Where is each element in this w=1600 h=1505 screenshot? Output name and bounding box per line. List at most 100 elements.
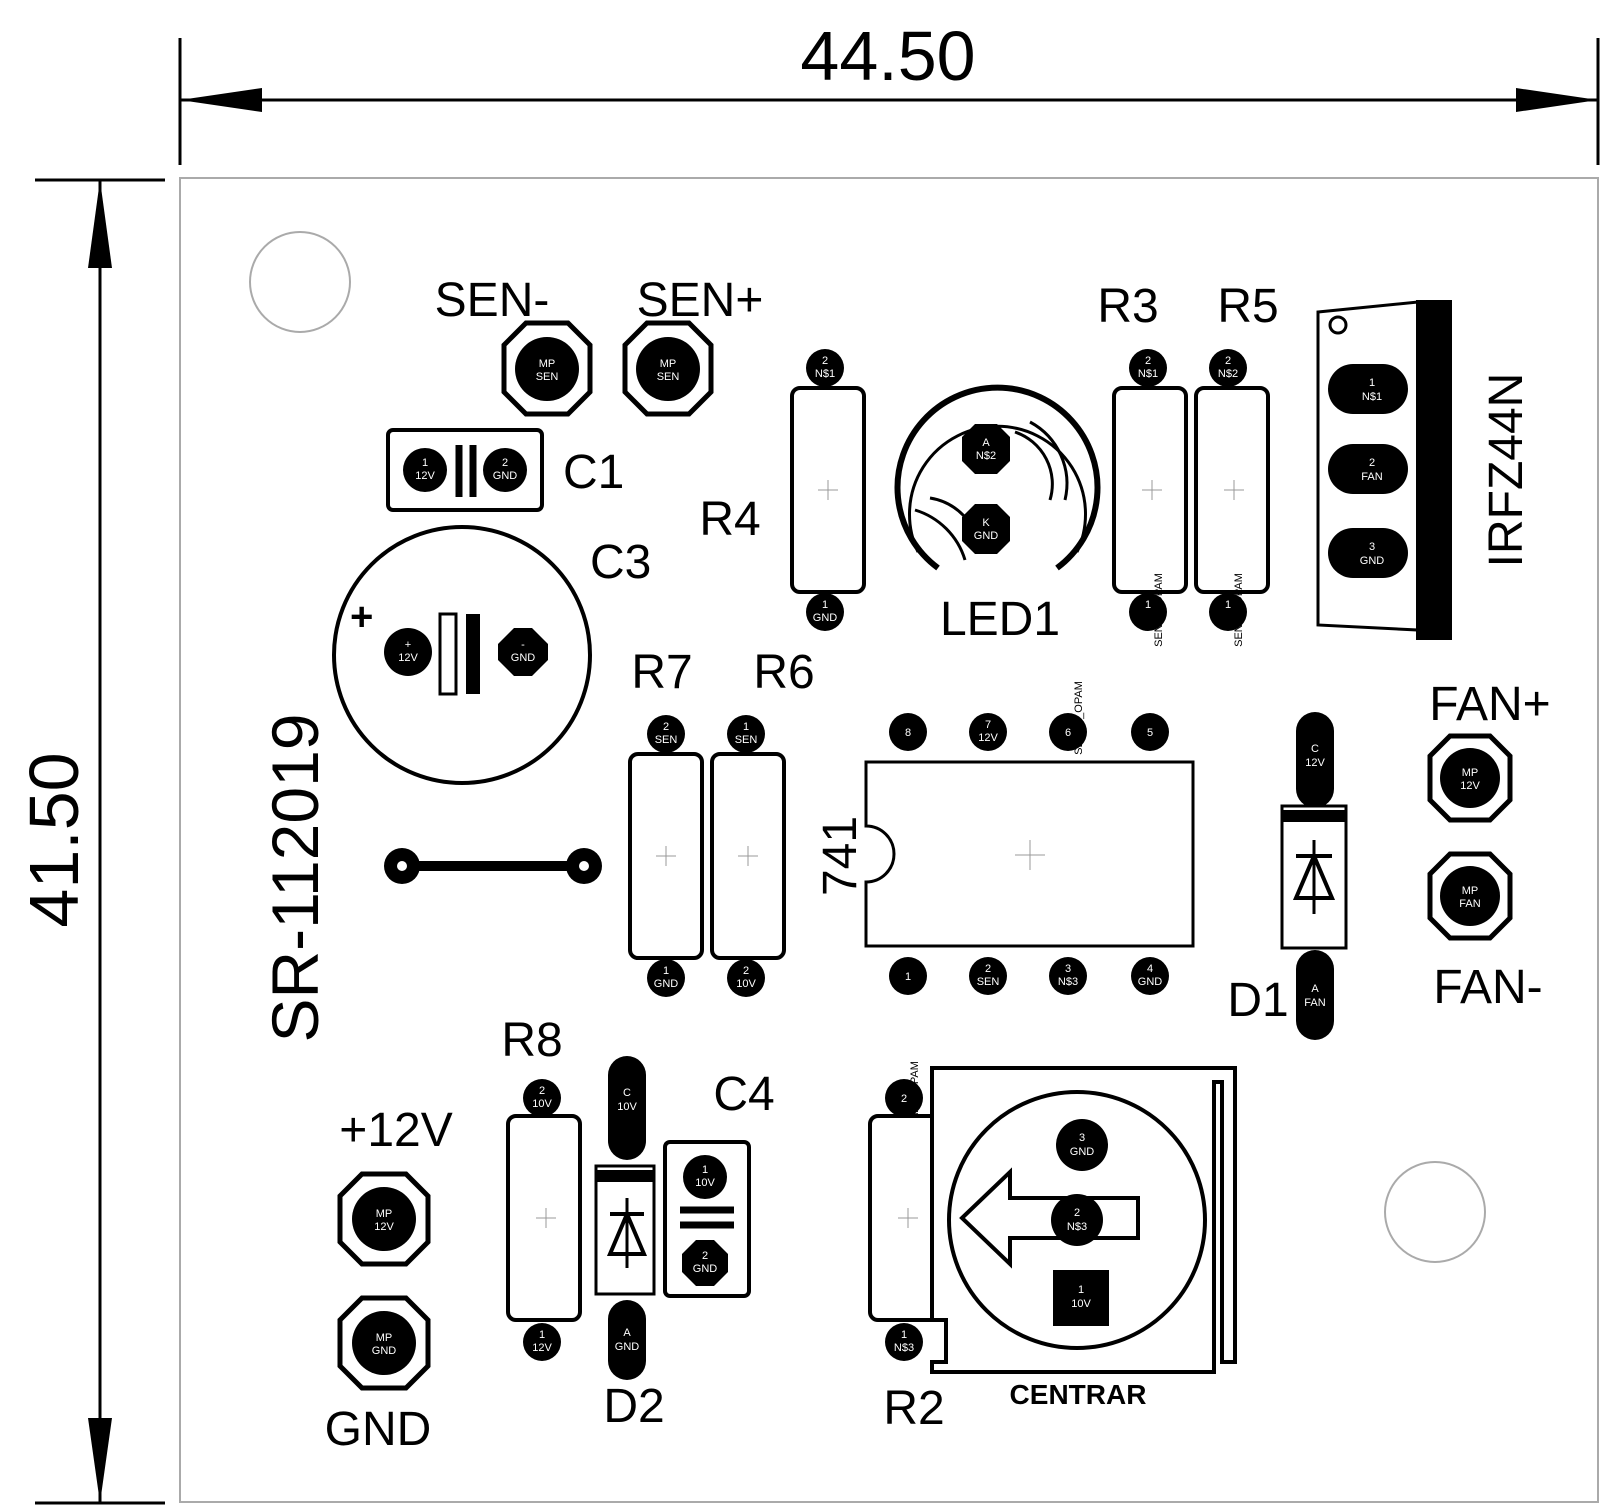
mounting-hole (1384, 1161, 1486, 1263)
svg-text:1: 1 (1369, 377, 1375, 389)
up-arrow-icon (88, 180, 112, 268)
svg-text:1: 1 (1078, 1284, 1084, 1296)
svg-text:A: A (623, 1327, 631, 1339)
resistor-r6: R6 1 SEN 2 10V (710, 646, 815, 997)
svg-text:12V: 12V (415, 470, 435, 482)
height-dimension: 41.50 (15, 178, 165, 1505)
svg-text:GND: GND (511, 652, 536, 664)
width-dimension: 44.50 (178, 17, 1600, 165)
svg-text:1: 1 (901, 1329, 907, 1341)
led1-label: LED1 (940, 593, 1060, 646)
svg-text:12V: 12V (978, 732, 998, 744)
potentiometer: 3 GND 2 N$3 1 10V CENTRAR (930, 1066, 1237, 1410)
svg-text:N$1: N$1 (1362, 391, 1382, 403)
svg-text:2: 2 (985, 963, 991, 975)
arrow-icon (959, 1167, 1140, 1269)
c3-polarity: + (350, 595, 373, 639)
svg-text:2: 2 (822, 355, 828, 367)
svg-text:3: 3 (1079, 1132, 1085, 1144)
svg-text:12V: 12V (398, 652, 418, 664)
svg-text:GND: GND (615, 1341, 640, 1353)
capacitor-c1: 1 12V 2 GND C1 (386, 428, 624, 512)
ic-label: 741 (814, 816, 867, 896)
svg-text:GND: GND (1138, 976, 1163, 988)
svg-text:GND: GND (1070, 1146, 1095, 1158)
svg-text:N$2: N$2 (1218, 368, 1238, 380)
d1-label: D1 (1227, 974, 1288, 1027)
svg-text:K: K (982, 517, 990, 529)
resistor-r4: 2 N$1 1 GND R4 (699, 349, 866, 631)
svg-text:1: 1 (422, 457, 428, 469)
svg-text:C: C (623, 1087, 631, 1099)
svg-text:SEN: SEN (977, 976, 1000, 988)
svg-text:12V: 12V (374, 1221, 394, 1233)
svg-text:2: 2 (502, 457, 508, 469)
sen-plus-terminal: SEN+ MP SEN (622, 274, 764, 417)
svg-text:GND: GND (693, 1263, 718, 1275)
svg-text:5: 5 (1147, 727, 1153, 739)
svg-text:GND: GND (974, 530, 999, 542)
svg-text:1: 1 (663, 965, 669, 977)
svg-text:SEN: SEN (655, 734, 678, 746)
svg-text:SEN: SEN (657, 371, 680, 383)
svg-text:10V: 10V (1071, 1298, 1091, 1310)
height-value: 41.50 (15, 752, 93, 927)
p12v-label: +12V (339, 1104, 452, 1157)
svg-text:2: 2 (901, 1093, 907, 1105)
sen-minus-terminal: SEN- MP SEN (435, 274, 593, 417)
svg-text:FAN: FAN (1459, 898, 1480, 910)
svg-text:3: 3 (1065, 963, 1071, 975)
svg-text:12V: 12V (1460, 780, 1480, 792)
svg-text:A: A (1311, 983, 1319, 995)
svg-text:2: 2 (1145, 355, 1151, 367)
svg-text:10V: 10V (532, 1098, 552, 1110)
svg-text:GND: GND (654, 978, 679, 990)
sen-plus-label: SEN+ (637, 274, 764, 327)
svg-text:1: 1 (822, 599, 828, 611)
resistor-r3: R3 2 N$1 1 SENAL_OPAM (1097, 280, 1188, 647)
svg-text:12V: 12V (1305, 757, 1325, 769)
right-arrow-icon (1516, 88, 1598, 112)
resistor-r7: R7 2 SEN 1 GND (628, 646, 704, 997)
svg-text:6: 6 (1065, 727, 1071, 739)
svg-text:SEN: SEN (536, 371, 559, 383)
svg-text:1: 1 (702, 1164, 708, 1176)
capacitor-c3: C3 + + 12V - GND (332, 525, 651, 785)
width-value: 44.50 (800, 17, 975, 95)
c3-label: C3 (590, 536, 651, 589)
svg-text:8: 8 (905, 727, 911, 739)
svg-text:MP: MP (660, 358, 677, 370)
left-arrow-icon (180, 88, 262, 112)
svg-text:-: - (521, 639, 525, 651)
svg-text:2: 2 (743, 965, 749, 977)
irfz44n-label: IRFZ44N (1480, 373, 1533, 568)
svg-text:SENAL_OPAM: SENAL_OPAM (1153, 573, 1165, 647)
r8-label: R8 (501, 1014, 562, 1067)
svg-text:1: 1 (1145, 599, 1151, 611)
opamp-741: 741 8 7 12V 6 SENAL_OPAM 5 1 2 SEN 3 N$3… (814, 681, 1195, 995)
svg-text:10V: 10V (617, 1101, 637, 1113)
jumper-wire (384, 848, 602, 884)
svg-text:N$3: N$3 (894, 1342, 914, 1354)
svg-text:MP: MP (1462, 885, 1479, 897)
gnd-terminal: MP GND GND (325, 1295, 432, 1456)
gnd-label: GND (325, 1403, 432, 1456)
fan-plus-terminal: FAN+ MP 12V (1427, 678, 1551, 823)
led-led1: A N$2 K GND LED1 (894, 384, 1101, 646)
svg-text:2: 2 (539, 1085, 545, 1097)
svg-text:A: A (982, 437, 990, 449)
svg-text:7: 7 (985, 719, 991, 731)
svg-text:FAN: FAN (1361, 471, 1382, 483)
svg-text:SENAL_OPAM: SENAL_OPAM (1233, 573, 1245, 647)
svg-text:+: + (405, 639, 411, 651)
svg-text:2: 2 (1369, 457, 1375, 469)
svg-text:4: 4 (1147, 963, 1153, 975)
svg-text:N$1: N$1 (815, 368, 835, 380)
svg-text:12V: 12V (532, 1342, 552, 1354)
svg-text:N$1: N$1 (1138, 368, 1158, 380)
r3-label: R3 (1097, 280, 1158, 333)
svg-text:1: 1 (743, 721, 749, 733)
svg-text:SENAL_OPAM: SENAL_OPAM (1073, 681, 1085, 755)
svg-text:SEN: SEN (735, 734, 758, 746)
svg-text:1: 1 (1225, 599, 1231, 611)
